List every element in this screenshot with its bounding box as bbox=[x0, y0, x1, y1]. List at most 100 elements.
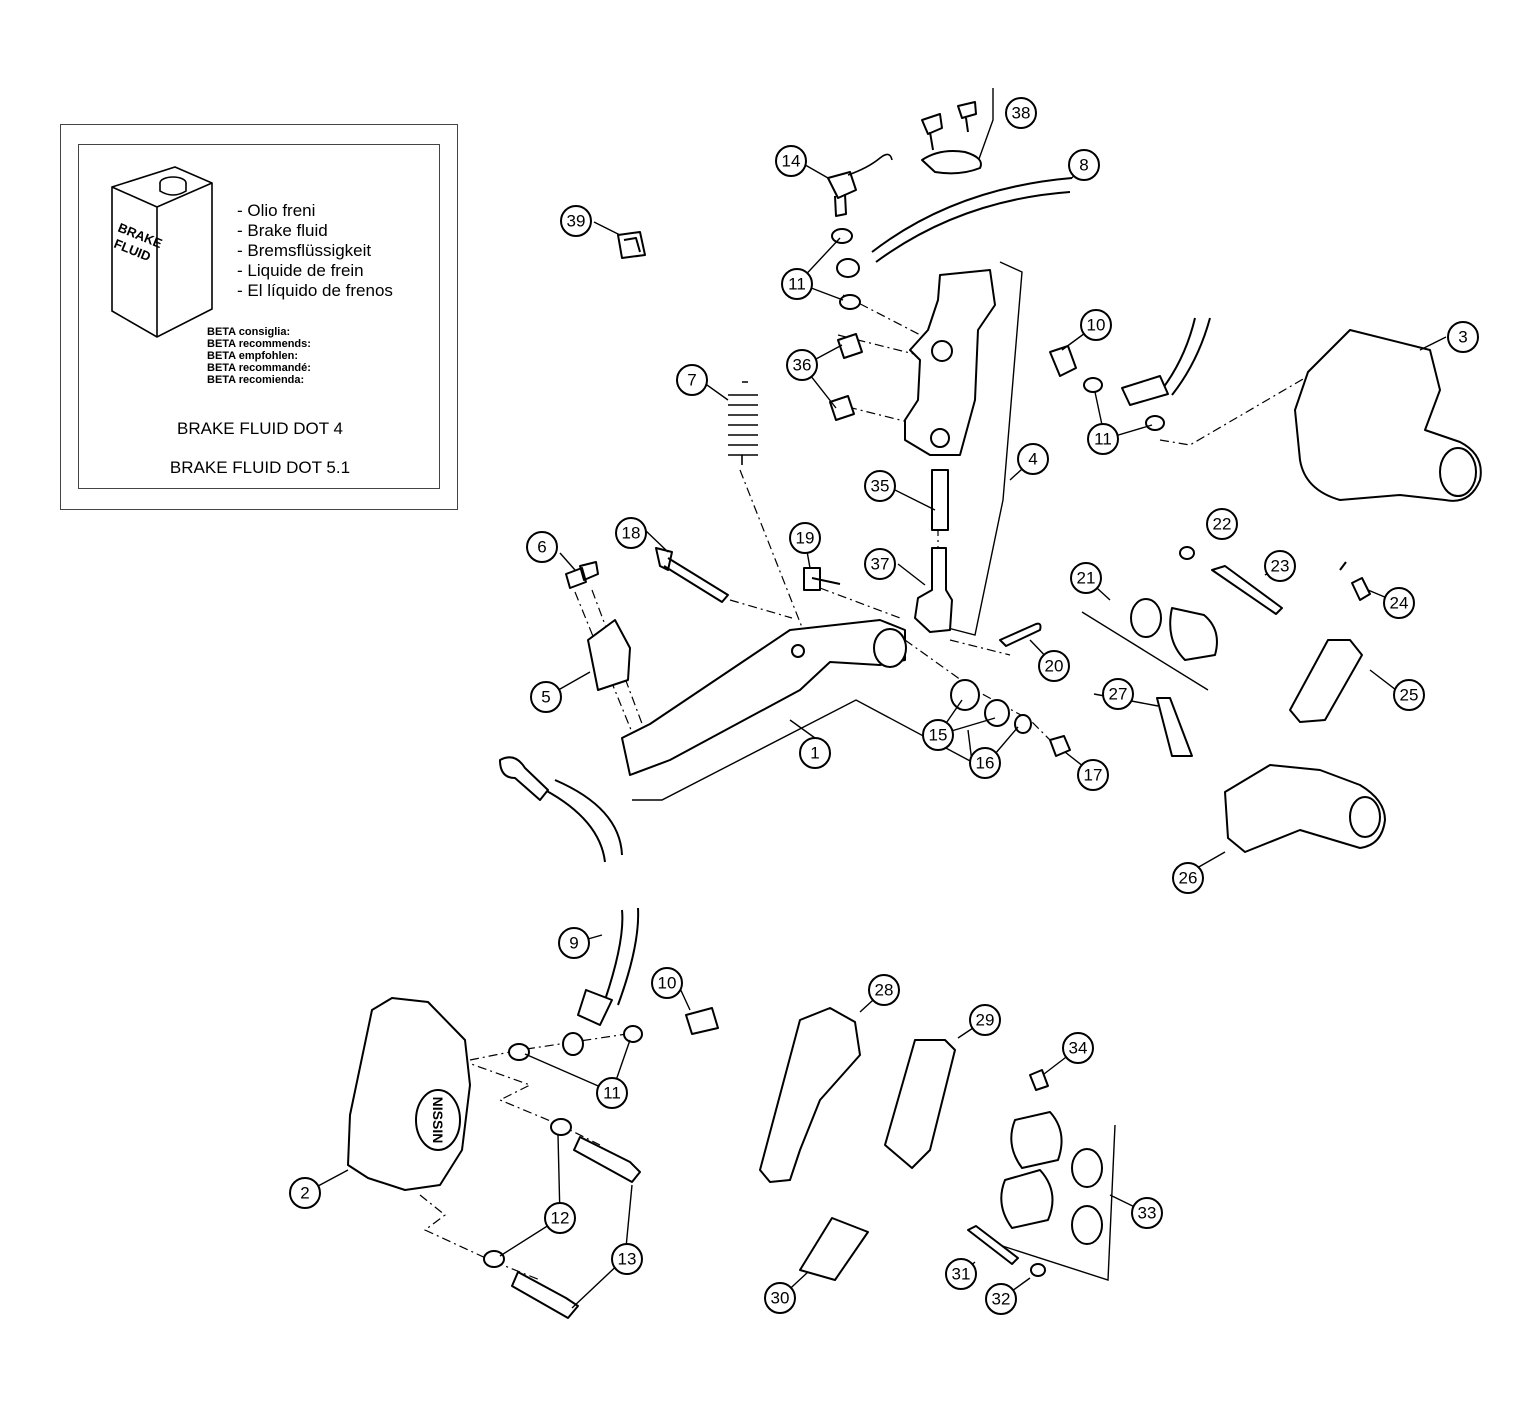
axis-line bbox=[819, 587, 901, 619]
callout-leader bbox=[304, 161, 1447, 1309]
pad-spring-27 bbox=[1156, 697, 1193, 757]
reservoir-cover-38 bbox=[921, 150, 982, 175]
axis-line bbox=[949, 639, 1011, 656]
brake-fluid-language-list: - Olio freni - Brake fluid - Bremsflüssi… bbox=[237, 201, 393, 301]
callout-31: 31 bbox=[945, 1258, 977, 1290]
washer-11 bbox=[1083, 377, 1103, 393]
hose-end-fitting bbox=[499, 756, 549, 801]
hose-8 bbox=[871, 177, 1073, 263]
seal-33 bbox=[1071, 1205, 1103, 1245]
brake-pads-25 bbox=[1289, 639, 1363, 723]
brake-hoses bbox=[499, 177, 1211, 1026]
svg-text:12: 12 bbox=[551, 1209, 570, 1228]
svg-text:31: 31 bbox=[952, 1265, 971, 1284]
banjo-eye bbox=[562, 1032, 584, 1056]
bracket-33 bbox=[989, 1124, 1116, 1281]
pedal-spring-hole bbox=[791, 644, 805, 658]
callout-14: 14 bbox=[775, 145, 807, 177]
callout-32: 32 bbox=[985, 1283, 1017, 1315]
callout-11: 11 bbox=[596, 1077, 628, 1109]
callout-29: 29 bbox=[969, 1004, 1001, 1036]
svg-text:30: 30 bbox=[771, 1289, 790, 1308]
parts: NISSIN bbox=[347, 101, 1482, 1319]
svg-text:16: 16 bbox=[976, 754, 995, 773]
screws-6 bbox=[565, 561, 599, 589]
callout-37: 37 bbox=[864, 548, 896, 580]
callout-33: 33 bbox=[1131, 1197, 1163, 1229]
svg-text:2: 2 bbox=[300, 1184, 309, 1203]
piston-33 bbox=[1010, 1111, 1063, 1169]
callout-16: 16 bbox=[969, 747, 1001, 779]
cotter-pin-20 bbox=[999, 622, 1042, 647]
svg-text:22: 22 bbox=[1213, 515, 1232, 534]
spec-dot4: BRAKE FLUID DOT 4 bbox=[177, 419, 343, 438]
callout-38: 38 bbox=[1005, 97, 1037, 129]
banjo-bolt-10 bbox=[1049, 345, 1077, 377]
washer-11 bbox=[836, 258, 860, 278]
hose-lower-left bbox=[544, 779, 623, 863]
seal-21 bbox=[1130, 598, 1162, 638]
banjo-bolt-10 bbox=[685, 1007, 719, 1035]
brake-fluid-can-icon: BRAKE FLUID bbox=[111, 166, 213, 338]
pad-spring-30 bbox=[799, 1217, 869, 1281]
svg-text:11: 11 bbox=[788, 275, 806, 294]
svg-text:23: 23 bbox=[1271, 557, 1290, 576]
bracket-sleeve bbox=[1349, 796, 1381, 838]
callout-18: 18 bbox=[615, 517, 647, 549]
group-bracket-lines bbox=[632, 88, 1209, 1281]
language-line: - Olio freni bbox=[237, 201, 316, 220]
caliper-piston-bore bbox=[1439, 447, 1477, 497]
svg-text:26: 26 bbox=[1179, 869, 1198, 888]
hose-end-fitting bbox=[1121, 375, 1169, 406]
svg-text:27: 27 bbox=[1109, 685, 1128, 704]
axis-line bbox=[469, 1031, 641, 1061]
recommendation-line: BETA consiglia: bbox=[207, 326, 291, 338]
clevis-pin-19 bbox=[803, 567, 841, 591]
callout-19: 19 bbox=[789, 522, 821, 554]
svg-text:37: 37 bbox=[871, 555, 890, 574]
language-line: - El líquido de frenos bbox=[237, 281, 393, 300]
screw-38 bbox=[921, 113, 943, 151]
washer-11 bbox=[1145, 415, 1165, 431]
hose-9 bbox=[604, 907, 640, 1006]
callout-1: 1 bbox=[799, 737, 831, 769]
hose-end-fitting bbox=[577, 989, 613, 1026]
callout-22: 22 bbox=[1206, 508, 1238, 540]
axis-line bbox=[459, 1059, 601, 1146]
callout-9: 9 bbox=[558, 927, 590, 959]
callout-3: 3 bbox=[1447, 321, 1479, 353]
washer-16 bbox=[1014, 714, 1032, 734]
brake-fluid-info-inner: BRAKE FLUID - Olio freni - Brake fluid -… bbox=[78, 144, 440, 489]
brake-fluid-info-panel: BRAKE FLUID - Olio freni - Brake fluid -… bbox=[60, 124, 458, 510]
axis-line bbox=[842, 294, 931, 341]
svg-text:11: 11 bbox=[1094, 430, 1112, 449]
callout-leaders bbox=[304, 161, 1447, 1309]
svg-text:11: 11 bbox=[603, 1084, 621, 1103]
switch-wire bbox=[847, 153, 893, 176]
pivot-bolt-18 bbox=[655, 547, 729, 603]
svg-text:24: 24 bbox=[1390, 594, 1409, 613]
callout-11: 11 bbox=[781, 268, 813, 300]
banjo-switch-14 bbox=[827, 171, 857, 217]
hose-upper-right bbox=[1159, 317, 1211, 396]
pedal-pivot bbox=[873, 628, 907, 668]
caliper-brand-label: NISSIN bbox=[430, 1097, 446, 1144]
svg-text:19: 19 bbox=[796, 529, 815, 548]
svg-text:10: 10 bbox=[658, 974, 677, 993]
pin-23 bbox=[1211, 565, 1283, 615]
callout-36: 36 bbox=[786, 349, 818, 381]
bolt-36 bbox=[829, 395, 855, 421]
callout-8: 8 bbox=[1068, 149, 1100, 181]
part-callouts: 1 2 3 4 5 6 7 8 9 10 10 11 11 11 11 12 1… bbox=[289, 97, 1479, 1315]
nut-17 bbox=[1049, 735, 1071, 757]
language-line: - Bremsflüssigkeit bbox=[237, 241, 372, 260]
plug-32 bbox=[1030, 1263, 1046, 1277]
callout-26: 26 bbox=[1172, 862, 1204, 894]
svg-text:25: 25 bbox=[1400, 686, 1419, 705]
callout-7: 7 bbox=[676, 364, 708, 396]
callout-23: 23 bbox=[1264, 550, 1296, 582]
bleeder-24 bbox=[1339, 561, 1371, 601]
axis-line bbox=[739, 469, 806, 636]
master-cylinder-port bbox=[931, 340, 953, 362]
